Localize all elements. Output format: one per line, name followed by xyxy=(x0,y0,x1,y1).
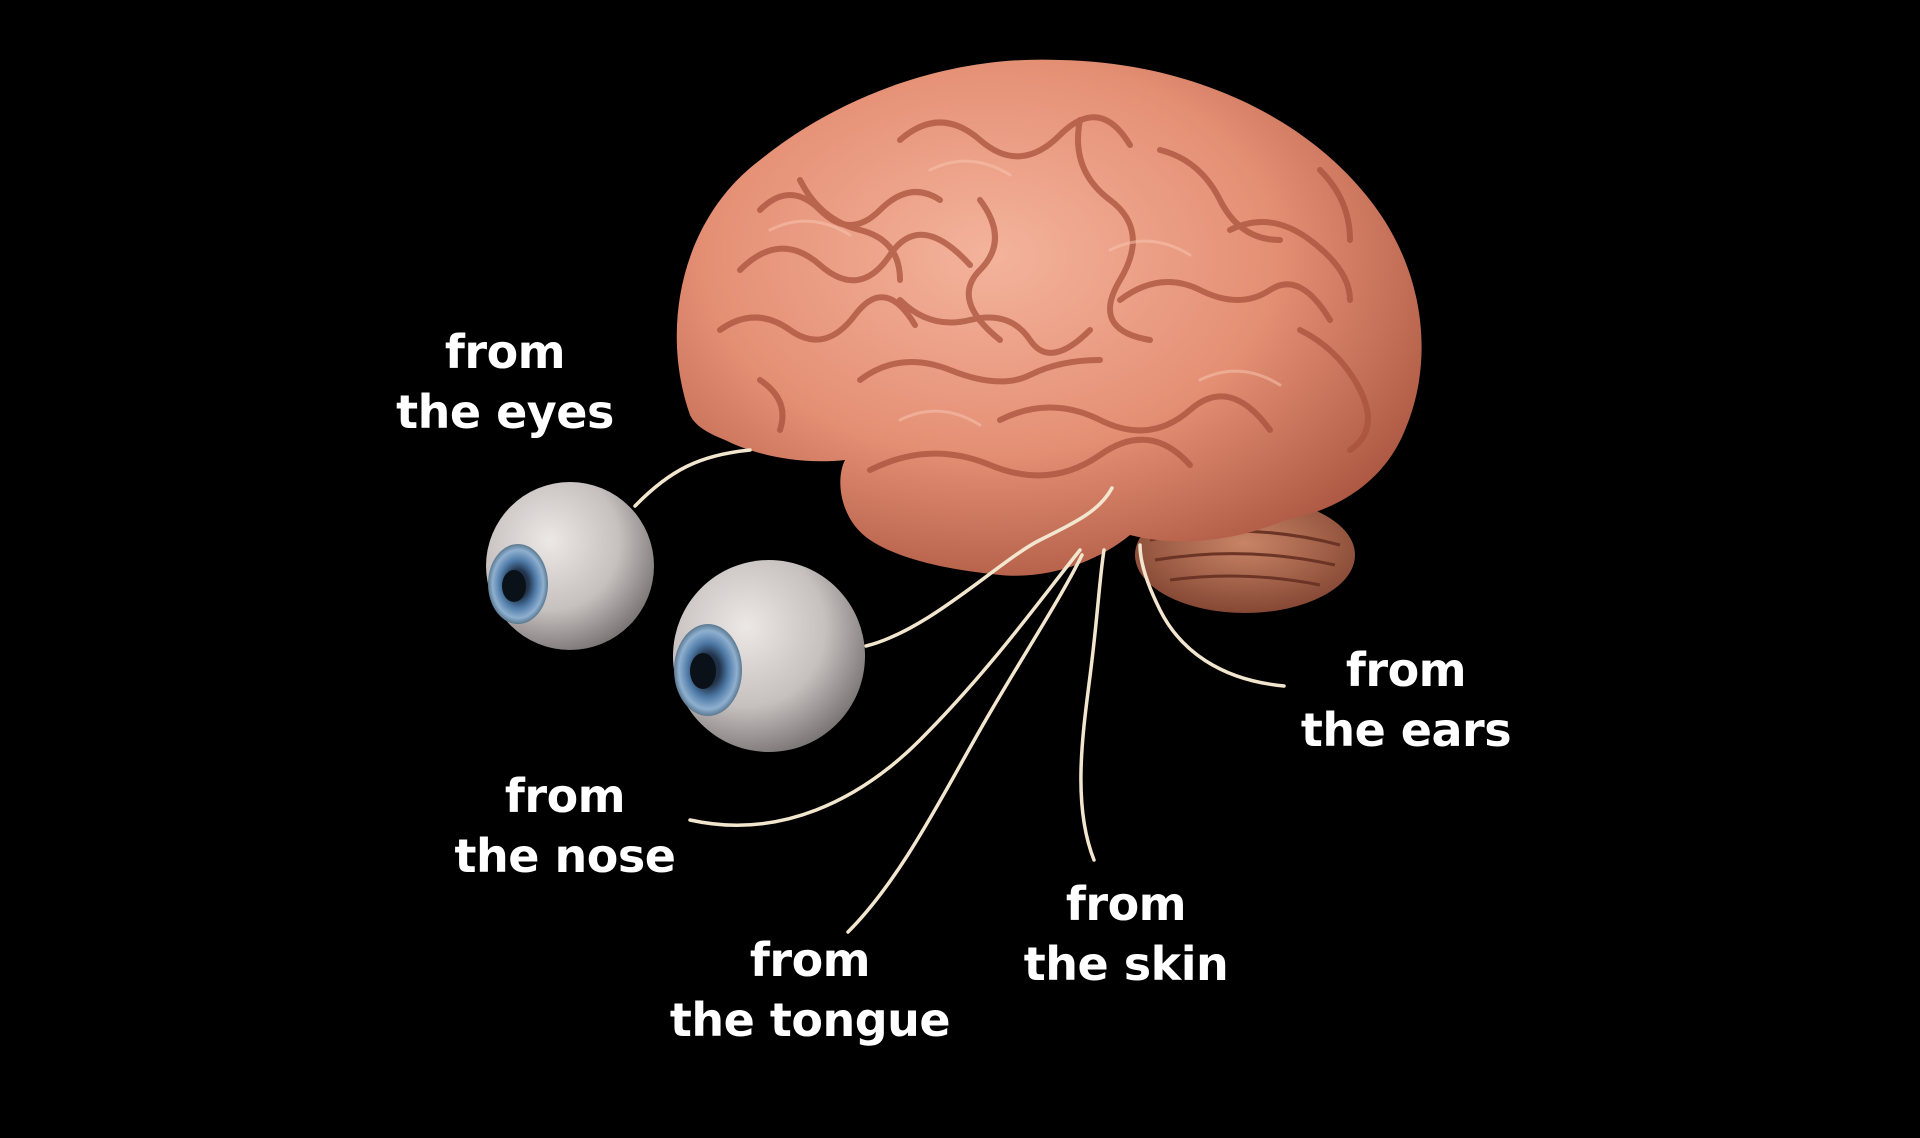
label-from-the-eyes: from the eyes xyxy=(390,322,620,442)
label-nose-line2: the nose xyxy=(454,829,676,883)
label-nose-line1: from xyxy=(504,769,626,823)
nerve-tongue xyxy=(846,553,1084,934)
nerve-eyes-2 xyxy=(864,486,1114,648)
label-from-the-ears: from the ears xyxy=(1296,640,1516,760)
nerve-skin xyxy=(1079,548,1106,862)
label-eyes-line2: the eyes xyxy=(396,385,614,439)
label-tongue-line2: the tongue xyxy=(669,993,951,1047)
label-tongue-line1: from xyxy=(749,933,871,987)
label-from-the-nose: from the nose xyxy=(450,766,680,886)
label-skin-line2: the skin xyxy=(1023,937,1229,991)
nerve-eyes xyxy=(633,448,752,508)
label-eyes-line1: from xyxy=(444,325,566,379)
nerve-lines xyxy=(633,448,1286,934)
label-skin-line1: from xyxy=(1065,877,1187,931)
label-ears-line2: the ears xyxy=(1300,703,1512,757)
nerve-nose xyxy=(688,548,1082,827)
label-from-the-tongue: from the tongue xyxy=(660,930,960,1050)
eyeball-icon xyxy=(673,560,865,752)
label-ears-line1: from xyxy=(1345,643,1467,697)
eyeball-icon xyxy=(486,482,654,650)
nerve-ears xyxy=(1138,543,1286,688)
label-from-the-skin: from the skin xyxy=(1016,874,1236,994)
brain-icon xyxy=(676,59,1422,576)
